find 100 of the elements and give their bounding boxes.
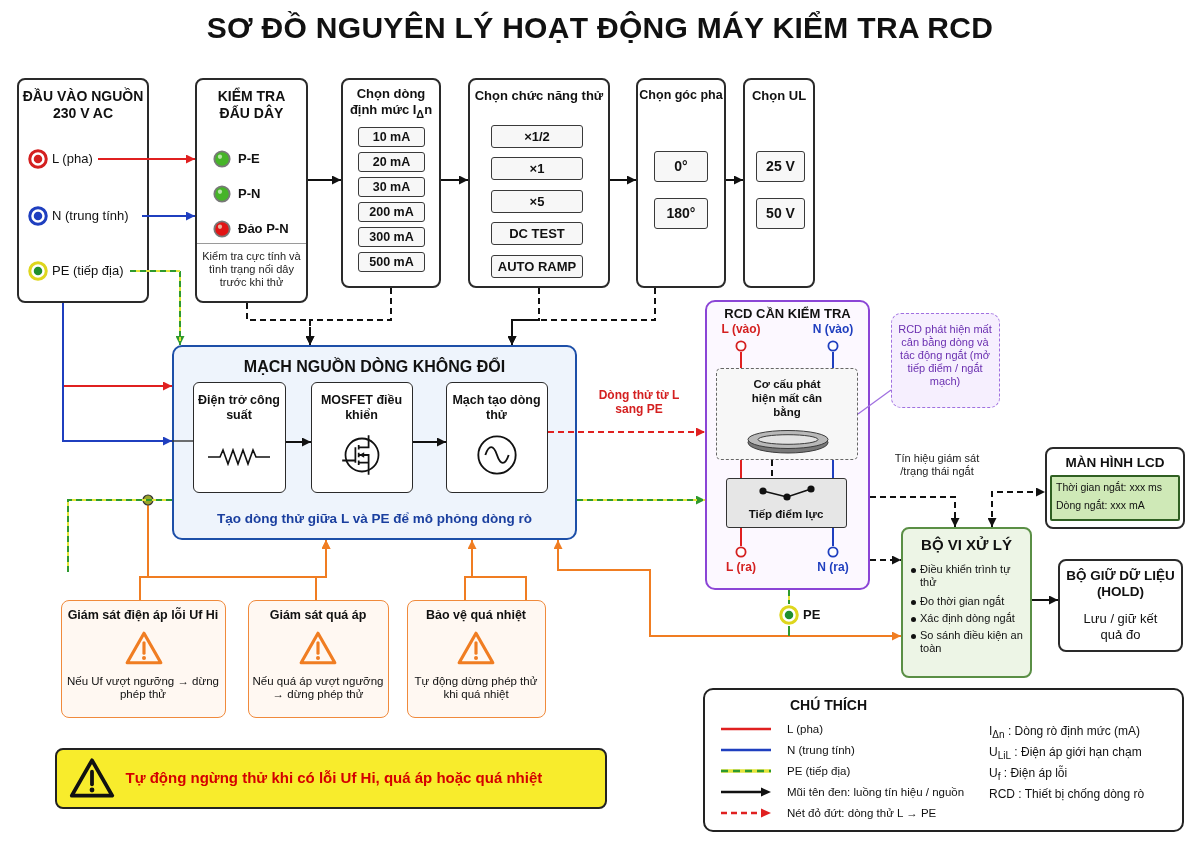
option-box bbox=[654, 151, 708, 182]
contact-label: Tiếp điểm lực bbox=[748, 507, 824, 520]
arrow bbox=[97, 154, 196, 164]
component-label: Mạch tạo dòng thử bbox=[452, 392, 541, 422]
arrow bbox=[464, 539, 527, 601]
terminal-label: PE (tiếp địa) bbox=[52, 263, 124, 278]
option-box bbox=[491, 255, 583, 278]
arrow bbox=[507, 287, 656, 346]
box-title: Giám sát quá áp bbox=[269, 607, 367, 622]
component-box bbox=[311, 382, 413, 493]
memory-box bbox=[1058, 559, 1183, 652]
double-arrow bbox=[987, 487, 1046, 528]
diagram-title: SƠ ĐỒ NGUYÊN LÝ HOẠT ĐỘNG MÁY KIỂM TRA RCD bbox=[206, 11, 994, 44]
indicator-label: P-E bbox=[238, 151, 260, 166]
legend-text: L (pha) bbox=[787, 723, 823, 735]
list-item: Xác định dòng ngắt bbox=[920, 612, 1015, 624]
alert-banner bbox=[55, 748, 607, 809]
option-box bbox=[358, 252, 425, 272]
panel-title: Chọn UL bbox=[751, 88, 807, 103]
legend-text: N (trung tính) bbox=[787, 744, 855, 756]
option-label: 30 mA bbox=[372, 179, 411, 195]
abbreviation-note: I$_{Δn}$ : Dòng rò định mức (mA) bbox=[989, 724, 1140, 738]
box-text: Nếu quá áp vượt ngưỡng → dừng phép thử bbox=[252, 674, 384, 701]
screen-text: Dòng ngắt: xxx mA bbox=[1056, 499, 1145, 511]
component-label: Điện trở công suất bbox=[198, 392, 280, 422]
line bbox=[832, 459, 834, 479]
arrow bbox=[547, 427, 706, 437]
indicator-label: Đảo P-N bbox=[238, 221, 289, 236]
option-label: ×1 bbox=[529, 160, 545, 177]
selector-panel bbox=[636, 78, 726, 288]
terminal-label: L (vào) bbox=[721, 322, 761, 336]
box-text: Tự động dừng phép thử khi quá nhiệt bbox=[414, 674, 538, 701]
box-title: BỘ GIỮ DỮ LIỆU (HOLD) bbox=[1066, 568, 1175, 600]
option-label: AUTO RAMP bbox=[497, 258, 577, 275]
option-box bbox=[358, 202, 425, 222]
option-box bbox=[491, 157, 583, 180]
box-text: Lưu / giữ kết quả đo bbox=[1083, 611, 1158, 642]
box-text: Nếu Uf vượt ngưỡng → dừng phép thử bbox=[67, 674, 219, 701]
panel-title: RCD CẦN KIỂM TRA bbox=[724, 306, 851, 321]
indicator-label: P-N bbox=[238, 186, 261, 201]
panel-title: Chọn góc pha bbox=[639, 88, 723, 102]
selector-panel bbox=[341, 78, 441, 288]
box-title: Bảo vệ quá nhiệt bbox=[426, 607, 526, 622]
earth-arrow bbox=[576, 495, 706, 505]
earth-arrow bbox=[129, 270, 185, 346]
option-box bbox=[491, 190, 583, 213]
edge-label: Dòng thử từ L sang PE bbox=[598, 388, 680, 417]
terminal-label: N (ra) bbox=[817, 560, 849, 574]
option-label: ×1/2 bbox=[524, 128, 550, 145]
option-label: 20 mA bbox=[372, 154, 411, 170]
option-label: 0° bbox=[674, 158, 688, 175]
arrow bbox=[440, 175, 469, 185]
check-panel bbox=[195, 78, 308, 303]
terminal-label: N (vào) bbox=[812, 322, 854, 336]
leader-line bbox=[857, 389, 892, 415]
abbreviation-note: U$_{f}$ : Điện áp lỗi bbox=[989, 766, 1068, 780]
arrow bbox=[725, 175, 744, 185]
warning-box bbox=[407, 600, 546, 718]
earth-line bbox=[67, 499, 173, 573]
panel-title: MẠCH NGUỒN DÒNG KHÔNG ĐỔI bbox=[243, 358, 506, 375]
earth-line bbox=[788, 589, 790, 605]
option-box bbox=[756, 198, 805, 229]
warning-box bbox=[61, 600, 226, 718]
line bbox=[740, 459, 742, 479]
line bbox=[788, 625, 790, 637]
arrow bbox=[869, 555, 902, 565]
abbreviation-note: U$_{LiL}$ : Điện áp giới hạn chạm bbox=[989, 745, 1142, 759]
processor-box bbox=[901, 527, 1032, 678]
panel-note: Kiểm tra cực tính và tình trạng nối dây trước khi thử bbox=[202, 250, 301, 289]
box-title: Giám sát điện áp lỗi Uf Hi bbox=[67, 607, 219, 622]
contact-block bbox=[726, 478, 847, 528]
legend-text: PE (tiếp địa) bbox=[787, 765, 851, 777]
option-label: ×5 bbox=[529, 193, 545, 210]
arrow bbox=[307, 175, 342, 185]
option-box bbox=[358, 227, 425, 247]
arrow bbox=[1031, 595, 1059, 605]
lcd-screen bbox=[1050, 475, 1180, 521]
arrow bbox=[141, 211, 196, 221]
legend-title: CHÚ THÍCH bbox=[790, 697, 867, 713]
option-label: 10 mA bbox=[372, 129, 411, 145]
arrow bbox=[285, 437, 312, 447]
panel-title: Chọn dòng định mức I$_{Δ}$n bbox=[349, 86, 433, 117]
line bbox=[740, 527, 742, 547]
legend-text: Nét đỏ đứt: dòng thử L → PE bbox=[787, 807, 937, 819]
sensor-label: Cơ cấu phát hiện mất cân bằng bbox=[751, 378, 823, 418]
option-box bbox=[654, 198, 708, 229]
legend-text: Mũi tên đen: luồng tín hiệu / nguồn bbox=[787, 786, 965, 798]
line bbox=[771, 459, 773, 479]
terminal-label: L (ra) bbox=[726, 560, 756, 574]
option-label: 200 mA bbox=[369, 204, 414, 220]
arrow bbox=[62, 302, 173, 446]
arrow bbox=[412, 437, 447, 447]
option-box bbox=[756, 151, 805, 182]
circuit-panel bbox=[172, 345, 577, 540]
arrow bbox=[869, 496, 960, 528]
terminal-label: PE bbox=[803, 607, 821, 622]
warning-box bbox=[248, 600, 389, 718]
option-box bbox=[358, 177, 425, 197]
option-label: 500 mA bbox=[369, 254, 414, 270]
option-label: 25 V bbox=[766, 158, 795, 175]
